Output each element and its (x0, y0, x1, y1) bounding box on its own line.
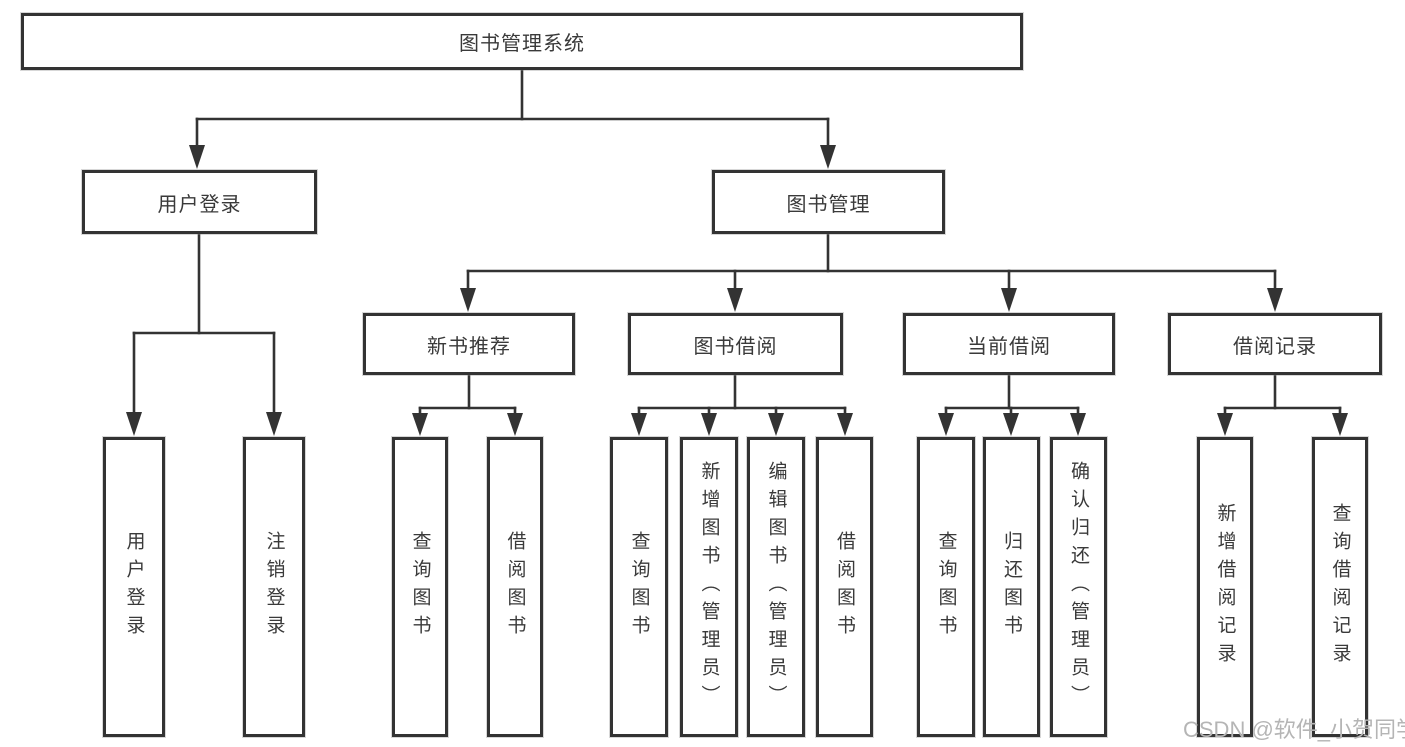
leaf-logout: 注销登录 (243, 437, 305, 737)
node-label: 图书借阅 (693, 335, 778, 358)
leaf-label: 借阅图书 (834, 531, 855, 643)
node-label: 图书管理 (786, 193, 871, 216)
leaf-label: 查询图书 (628, 531, 650, 643)
leaf-label: 查询图书 (935, 531, 957, 643)
leaf-add-books-admin: 新增图书（管理员） (680, 437, 738, 737)
leaf-label: 查询图书 (409, 531, 431, 643)
node-book-borrowing: 图书借阅 (628, 313, 843, 375)
leaf-label: 注销登录 (263, 531, 285, 643)
leaf-label: 确认归还（管理员） (1068, 461, 1089, 713)
node-book-management: 图书管理 (712, 170, 945, 234)
node-current-borrowing: 当前借阅 (903, 313, 1115, 375)
leaf-label: 查询借阅记录 (1329, 503, 1351, 671)
leaf-label: 用户登录 (123, 531, 145, 643)
leaf-label: 归还图书 (1001, 531, 1022, 643)
node-borrowing-records: 借阅记录 (1168, 313, 1382, 375)
leaf-return-books: 归还图书 (983, 437, 1040, 737)
arrowheads (126, 145, 1348, 436)
node-new-book-recommend: 新书推荐 (363, 313, 575, 375)
leaf-query-borrow-record: 查询借阅记录 (1312, 437, 1368, 737)
leaf-label: 借阅图书 (504, 531, 526, 643)
leaf-label: 编辑图书（管理员） (765, 461, 787, 713)
node-library-management-system: 图书管理系统 (21, 13, 1023, 70)
leaf-label: 新增图书（管理员） (698, 461, 720, 713)
csdn-watermark: CSDN @软件_小贺同学 (1183, 717, 1405, 742)
leaf-user-login: 用户登录 (103, 437, 165, 737)
leaf-query-books: 查询图书 (917, 437, 975, 737)
leaf-label: 新增借阅记录 (1214, 503, 1236, 671)
node-label: 图书管理系统 (459, 33, 585, 55)
leaf-edit-books-admin: 编辑图书（管理员） (747, 437, 805, 737)
node-label: 当前借阅 (967, 335, 1051, 358)
leaf-borrow-books: 借阅图书 (816, 437, 873, 737)
leaf-query-books: 查询图书 (610, 437, 668, 737)
node-label: 新书推荐 (427, 335, 511, 358)
leaf-query-books: 查询图书 (392, 437, 448, 737)
node-label: 用户登录 (157, 193, 242, 216)
leaf-add-borrow-record: 新增借阅记录 (1197, 437, 1253, 737)
leaf-borrow-books: 借阅图书 (487, 437, 543, 737)
node-label: 借阅记录 (1233, 335, 1317, 358)
leaf-confirm-return-admin: 确认归还（管理员） (1050, 437, 1107, 737)
node-user-login: 用户登录 (82, 170, 317, 234)
